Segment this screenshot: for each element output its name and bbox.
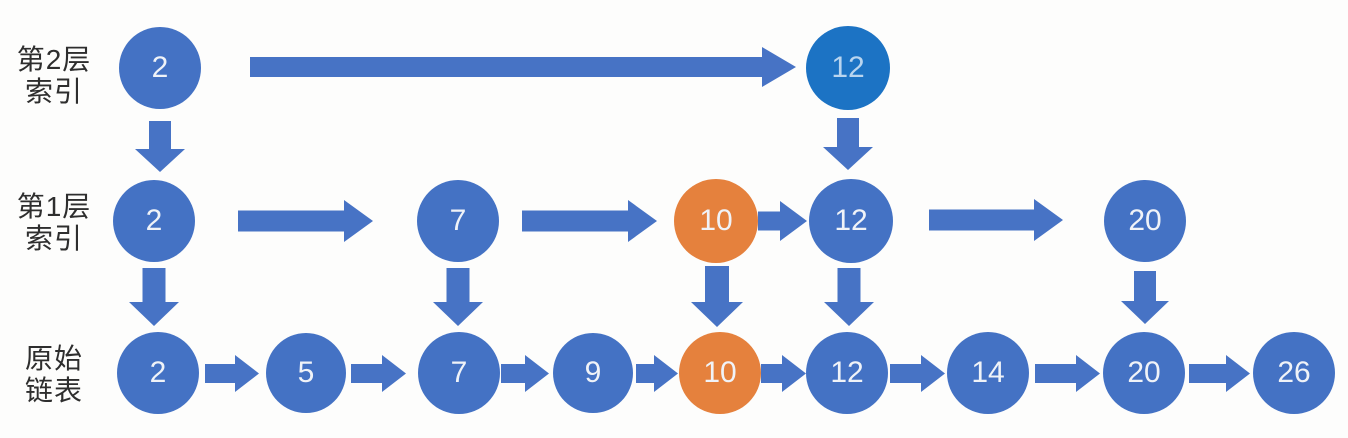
arrow-shape — [929, 199, 1063, 241]
arrow-shape — [522, 200, 657, 242]
node-base-2: 2 — [117, 332, 199, 414]
arrow-level1-2-to-7 — [238, 200, 373, 242]
node-value: 9 — [584, 356, 602, 389]
arrow-shape — [761, 354, 806, 392]
node-base-5: 5 — [266, 333, 346, 413]
node-level1-10: 10 — [674, 179, 758, 263]
arrow-base-9-to-10 — [636, 354, 678, 392]
node-value: 10 — [699, 204, 733, 237]
node-level1-2: 2 — [113, 180, 195, 262]
label-base: 原始链表 — [4, 343, 104, 407]
arrow-shape — [238, 200, 373, 242]
label-level2: 第2层索引 — [4, 44, 104, 108]
arrow-shape — [1035, 354, 1100, 392]
node-level2-2: 2 — [119, 27, 201, 109]
arrow-shape — [758, 201, 807, 241]
arrow-shape — [433, 268, 483, 326]
arrow-down-level1-12 — [824, 268, 874, 326]
arrow-level2-2-to-12 — [250, 47, 796, 87]
arrow-base-10-to-12 — [761, 354, 806, 392]
arrow-base-20-to-26 — [1189, 354, 1250, 392]
label-base-line2: 链表 — [24, 375, 83, 406]
node-base-7: 7 — [418, 332, 500, 414]
node-level1-7: 7 — [417, 180, 499, 262]
node-value: 5 — [297, 356, 315, 389]
label-level1: 第1层索引 — [4, 191, 104, 255]
arrow-level1-12-to-20 — [929, 199, 1063, 241]
arrow-shape — [636, 354, 678, 392]
node-base-26: 26 — [1253, 332, 1335, 414]
node-base-14: 14 — [947, 332, 1029, 414]
arrow-base-14-to-20 — [1035, 354, 1100, 392]
arrow-down-level2-2 — [135, 121, 185, 172]
node-value: 12 — [834, 204, 868, 237]
node-value: 2 — [151, 51, 169, 84]
node-base-9: 9 — [553, 333, 633, 413]
arrow-base-7-to-9 — [501, 354, 549, 392]
node-level1-12: 12 — [809, 179, 893, 263]
arrow-shape — [351, 354, 406, 392]
node-base-20: 20 — [1103, 332, 1185, 414]
node-value: 7 — [450, 356, 468, 389]
node-value: 10 — [703, 356, 737, 389]
node-level1-20: 20 — [1104, 180, 1186, 262]
arrow-shape — [205, 354, 259, 392]
arrow-shape — [824, 268, 874, 326]
label-level1-line2: 索引 — [24, 223, 83, 254]
arrow-down-level1-2 — [129, 268, 179, 326]
arrow-shape — [135, 121, 185, 172]
arrow-down-level1-10 — [691, 266, 743, 327]
node-value: 20 — [1128, 204, 1162, 237]
arrow-base-5-to-7 — [351, 354, 406, 392]
arrow-shape — [1189, 354, 1250, 392]
node-value: 2 — [145, 204, 163, 237]
node-value: 26 — [1277, 356, 1311, 389]
arrow-shape — [890, 354, 945, 392]
node-level2-12: 12 — [806, 26, 890, 110]
arrow-base-2-to-5 — [205, 354, 259, 392]
arrow-shape — [501, 354, 549, 392]
arrow-shape — [1121, 271, 1169, 324]
node-value: 20 — [1127, 356, 1161, 389]
node-value: 12 — [830, 356, 864, 389]
arrow-shape — [250, 47, 796, 87]
node-value: 2 — [149, 356, 167, 389]
label-level2-line1: 第2层 — [16, 44, 92, 75]
label-level2-line2: 索引 — [24, 76, 83, 107]
arrow-shape — [823, 118, 873, 170]
node-value: 12 — [831, 51, 865, 84]
node-base-12: 12 — [806, 332, 888, 414]
arrow-down-level2-12 — [823, 118, 873, 170]
node-value: 14 — [971, 356, 1005, 389]
node-base-10: 10 — [679, 332, 761, 414]
arrow-shape — [691, 266, 743, 327]
arrow-base-12-to-14 — [890, 354, 945, 392]
label-level1-line1: 第1层 — [16, 191, 92, 222]
arrow-level1-10-to-12 — [758, 201, 807, 241]
label-base-line1: 原始 — [24, 343, 83, 374]
arrow-shape — [129, 268, 179, 326]
arrow-down-level1-20 — [1121, 271, 1169, 324]
arrow-down-level1-7 — [433, 268, 483, 326]
node-value: 7 — [449, 204, 467, 237]
arrow-level1-7-to-10 — [522, 200, 657, 242]
